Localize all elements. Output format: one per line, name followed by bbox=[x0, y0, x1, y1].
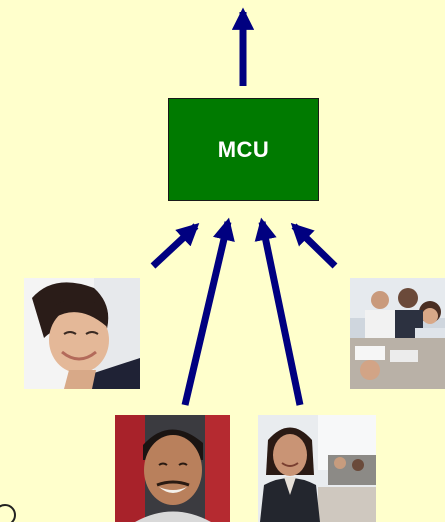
arrow-left-participant bbox=[150, 222, 200, 269]
smiling-man-photo bbox=[115, 415, 230, 522]
corner-mark bbox=[0, 504, 16, 522]
mcu-box: MCU bbox=[168, 98, 319, 201]
arrow-right-participant bbox=[290, 222, 338, 269]
arrow-bottom-right-participant bbox=[254, 217, 304, 406]
mcu-label: MCU bbox=[217, 136, 270, 162]
meeting-group-photo bbox=[350, 278, 445, 389]
businesswoman-photo bbox=[258, 415, 376, 522]
smiling-woman-photo bbox=[24, 278, 140, 389]
arrow-bottom-left-participant bbox=[181, 217, 235, 406]
